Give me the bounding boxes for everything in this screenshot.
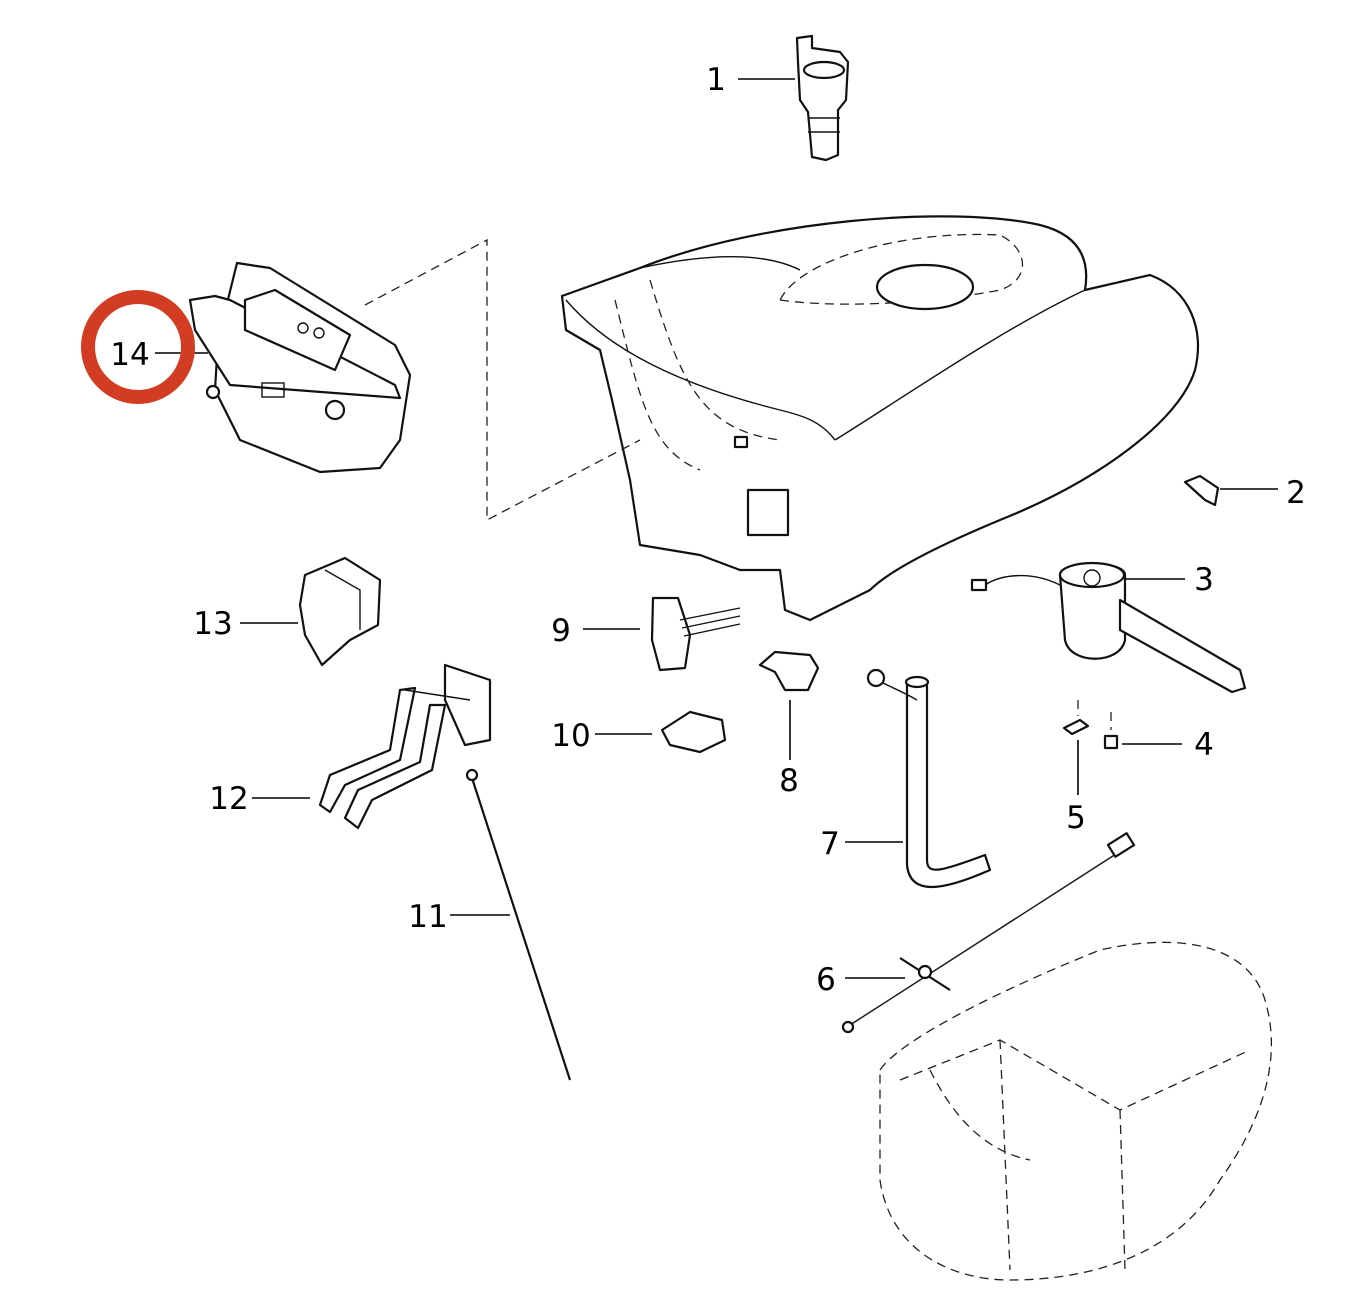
callout-12[interactable]: 12 xyxy=(209,781,248,817)
part-10-bracket[interactable] xyxy=(660,710,727,754)
tank-phantom xyxy=(879,941,1273,1281)
callout-1[interactable]: 1 xyxy=(706,62,726,98)
callout-5[interactable]: 5 xyxy=(1066,800,1086,836)
part-14-control-box[interactable] xyxy=(188,261,412,474)
part-13-cover[interactable] xyxy=(298,556,382,667)
callout-9[interactable]: 9 xyxy=(551,613,571,649)
callout-3[interactable]: 3 xyxy=(1194,562,1214,598)
callout-14[interactable]: 14 xyxy=(110,337,149,373)
part-12-pedal-assembly[interactable] xyxy=(318,663,492,830)
callout-8[interactable]: 8 xyxy=(779,763,799,799)
part-8-clip[interactable] xyxy=(758,650,820,692)
part-5-plate[interactable] xyxy=(1062,700,1090,736)
part-7-tube[interactable] xyxy=(866,668,992,889)
callout-13[interactable]: 13 xyxy=(193,606,232,642)
callout-10[interactable]: 10 xyxy=(551,718,590,754)
part-6-cable[interactable] xyxy=(841,832,1136,1034)
part-2-bracket[interactable] xyxy=(1183,474,1220,507)
main-housing xyxy=(560,215,1200,622)
callout-7[interactable]: 7 xyxy=(820,826,840,862)
part-14-placement-guide xyxy=(364,238,641,522)
callout-2[interactable]: 2 xyxy=(1286,475,1306,511)
part-9-switch[interactable] xyxy=(650,596,741,672)
callout-11[interactable]: 11 xyxy=(408,899,447,935)
callout-6[interactable]: 6 xyxy=(816,962,836,998)
part-11-rod[interactable] xyxy=(465,768,572,1081)
part-1-filler-neck[interactable] xyxy=(795,34,850,162)
part-3-motor[interactable] xyxy=(970,561,1247,694)
part-4-nut[interactable] xyxy=(1103,712,1119,750)
highlight-circle xyxy=(81,290,195,404)
callout-4[interactable]: 4 xyxy=(1194,727,1214,763)
